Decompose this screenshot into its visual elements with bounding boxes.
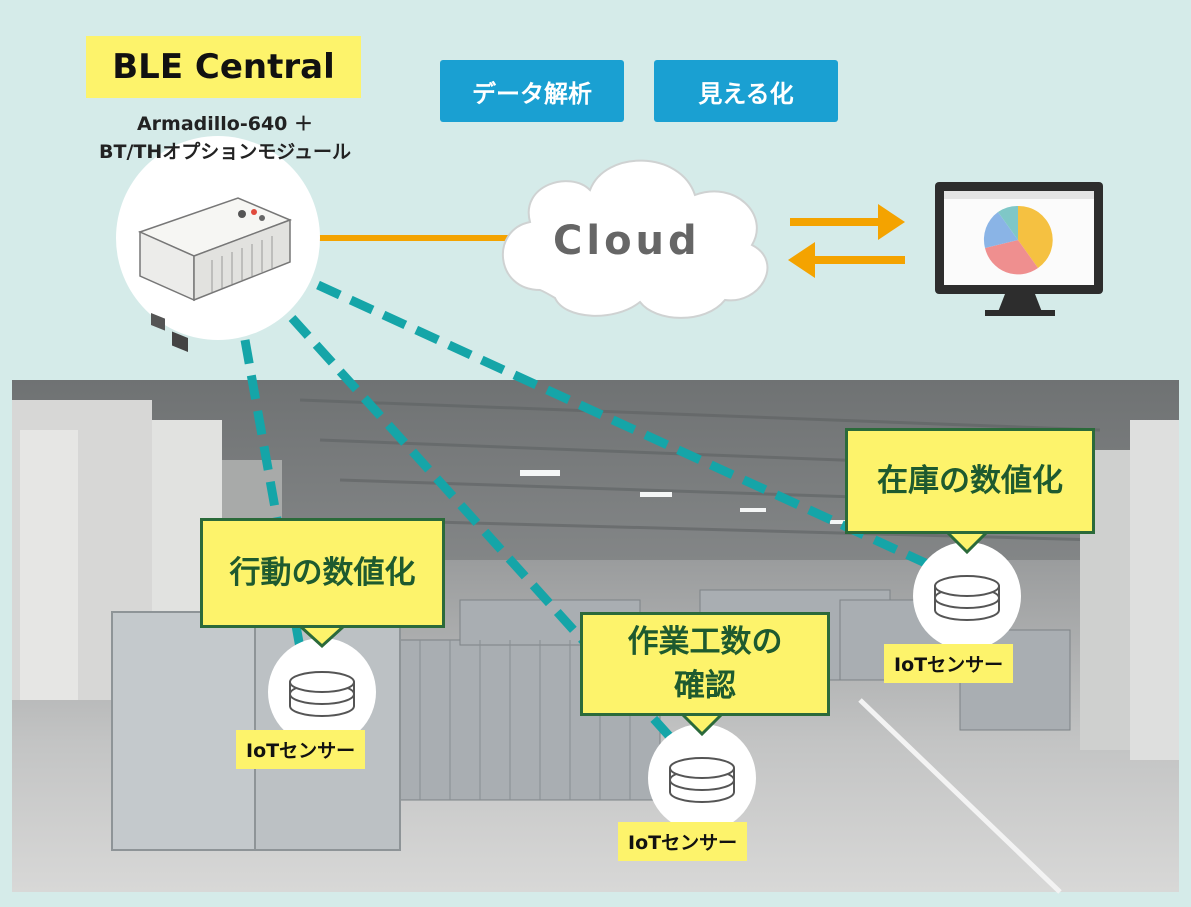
ble-link-sensor-right: [316, 280, 947, 577]
device-description: Armadillo-640 ＋ BT/THオプションモジュール: [60, 110, 390, 166]
sensor-label-left: IoTセンサー: [236, 730, 366, 769]
callout-workload: 作業工数の 確認: [580, 612, 830, 716]
callout-workload-line2: 確認: [674, 668, 736, 704]
sensor-label-middle: IoTセンサー: [618, 822, 748, 861]
sensor-node-right: [913, 542, 1021, 650]
monitor-icon: [935, 182, 1103, 316]
sync-arrows-icon: [788, 204, 905, 278]
pie-chart-icon: [983, 205, 1053, 275]
device-module-line: BT/THオプションモジュール: [99, 141, 351, 163]
sensor-node-left: [268, 638, 376, 746]
sensor-label-right: IoTセンサー: [884, 644, 1014, 683]
device-name-line: Armadillo-640 ＋: [136, 113, 314, 135]
ble-central-title: BLE Central: [86, 36, 361, 98]
sensor-node-middle: [648, 724, 756, 832]
cloud-shape: [501, 159, 769, 319]
callout-behavior: 行動の数値化: [200, 518, 445, 628]
callout-inventory: 在庫の数値化: [845, 428, 1095, 534]
visualization-badge: 見える化: [654, 60, 838, 122]
cloud-label: Cloud: [553, 218, 701, 264]
data-analysis-badge: データ解析: [440, 60, 624, 122]
armadillo-device-icon: [137, 197, 293, 352]
callout-workload-line1: 作業工数の: [627, 624, 783, 660]
